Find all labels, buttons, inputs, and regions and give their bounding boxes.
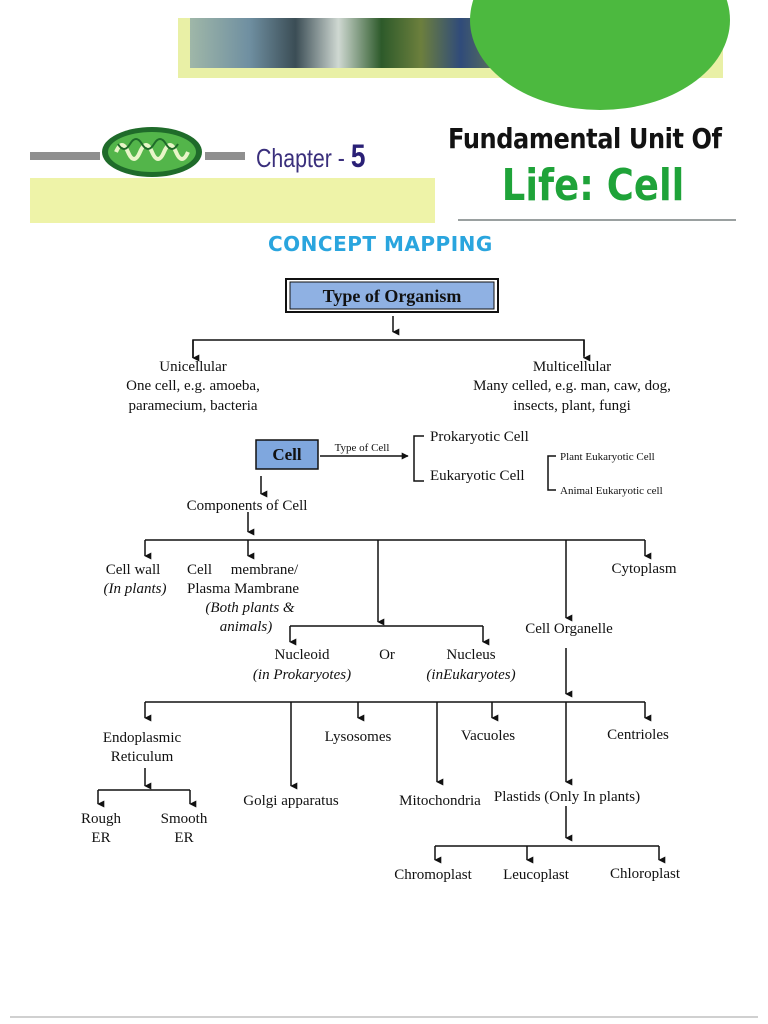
golgi-label: Golgi apparatus [243, 793, 339, 809]
components-of-cell-label: Components of Cell [187, 498, 308, 514]
er-label-line2: Reticulum [111, 749, 174, 765]
chapter-yellow-band [30, 178, 435, 223]
plant-eukaryotic-label: Plant Eukaryotic Cell [560, 451, 655, 463]
cell-node-label: Cell [272, 445, 302, 464]
chloroplast-label: Chloroplast [610, 866, 681, 882]
mitochondria-label: Mitochondria [399, 793, 481, 809]
footer-line [10, 1016, 758, 1018]
page-title-line1: Fundamental Unit Of [448, 122, 722, 155]
unicellular-title: Unicellular [159, 359, 226, 375]
cytoplasm-label: Cytoplasm [611, 561, 676, 577]
unicellular-line1: One cell, e.g. amoeba, [126, 378, 260, 394]
chapter-grey-bar-left [30, 152, 100, 160]
nucleus-label: Nucleus [446, 647, 495, 663]
cell-box [255, 439, 319, 470]
page-title-line2: Life: Cell [501, 160, 684, 211]
cell-membrane-note1: (Both plants & [205, 600, 294, 616]
centrioles-label: Centrioles [607, 727, 669, 743]
smooth-er-line1: Smooth [161, 811, 208, 827]
root-box [289, 281, 495, 310]
rough-er-line2: ER [91, 830, 110, 846]
root-node-label: Type of Organism [323, 286, 462, 306]
multicellular-line2: insects, plant, fungi [513, 398, 630, 414]
banner-photo-collage [190, 18, 520, 68]
unicellular-line2: paramecium, bacteria [128, 398, 257, 414]
nucleoid-note: (in Prokaryotes) [253, 667, 351, 683]
mitochondria-icon [102, 127, 202, 177]
nucleoid-label: Nucleoid [275, 647, 330, 663]
chapter-grey-bar-right [205, 152, 245, 160]
lysosomes-label: Lysosomes [325, 729, 392, 745]
plastids-label: Plastids (Only In plants) [494, 789, 640, 805]
connector-lines [97, 316, 666, 864]
multicellular-line1: Many celled, e.g. man, caw, dog, [473, 378, 671, 394]
cell-membrane-line1: Cell membrane/ [187, 562, 299, 578]
cell-wall-label: Cell wall [106, 562, 161, 578]
rough-er-line1: Rough [81, 811, 122, 827]
cell-membrane-line2: Plasma Mambrane [187, 581, 299, 597]
chapter-word: Chapter - [256, 143, 345, 173]
chromoplast-label: Chromoplast [394, 867, 472, 883]
nucleus-note: (inEukaryotes) [426, 667, 515, 683]
cell-membrane-note2: animals) [220, 619, 273, 635]
chapter-label: Chapter - 5 [256, 138, 365, 175]
vacuoles-label: Vacuoles [461, 728, 515, 744]
animal-eukaryotic-label: Animal Eukaryotic cell [560, 485, 663, 497]
or-label: Or [379, 647, 395, 663]
eukaryotic-cell-label: Eukaryotic Cell [430, 468, 525, 484]
smooth-er-line2: ER [174, 830, 193, 846]
chapter-number: 5 [350, 138, 366, 174]
prokaryotic-cell-label: Prokaryotic Cell [430, 429, 529, 445]
title-underline [458, 219, 736, 221]
leucoplast-label: Leucoplast [503, 867, 570, 883]
section-heading: CONCEPT MAPPING [268, 232, 493, 256]
type-of-cell-label: Type of Cell [335, 442, 390, 454]
multicellular-title: Multicellular [533, 359, 611, 375]
cell-wall-note: (In plants) [104, 581, 167, 597]
er-label-line1: Endoplasmic [103, 730, 182, 746]
cell-organelle-label: Cell Organelle [525, 621, 613, 637]
